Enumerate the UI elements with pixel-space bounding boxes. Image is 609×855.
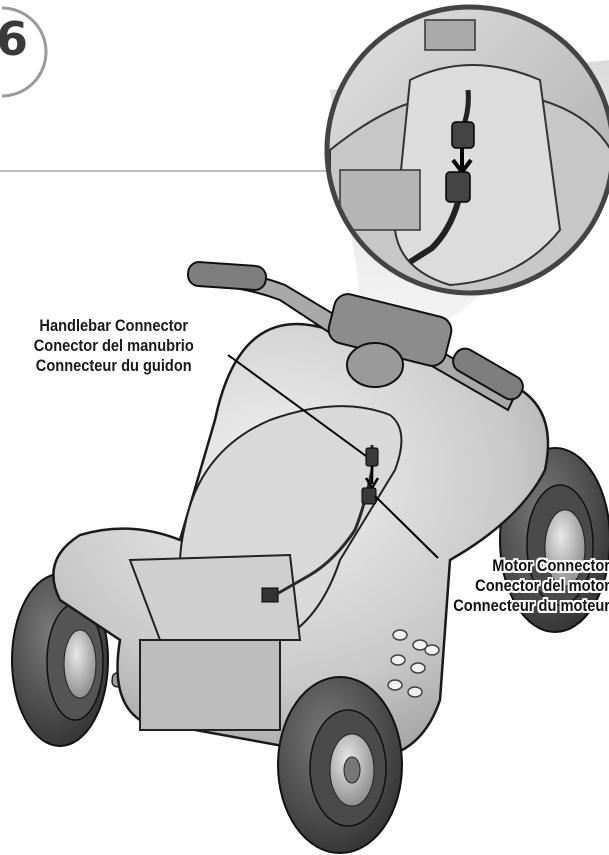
handlebar-label-fr: Connecteur du guidon — [35, 356, 192, 375]
front-left-wheel — [277, 676, 403, 854]
step-circle-arc — [1, 6, 48, 98]
handlebar-connector — [365, 447, 379, 467]
motor-callout-line — [374, 495, 439, 559]
magnifier-ring — [324, 4, 609, 296]
magnifier-detail — [327, 7, 609, 293]
handlebar-callout-line — [227, 354, 367, 457]
wire-harness — [274, 445, 374, 597]
step-number: 6 — [0, 12, 29, 66]
motor-connector-label: Motor Connector Conector del motor Conne… — [398, 556, 609, 616]
footrest-holes — [387, 629, 440, 698]
motor-label-es: Conector del motor — [475, 576, 609, 595]
handlebar-label-en: Handlebar Connector — [39, 316, 189, 335]
rear-cargo-box — [128, 553, 302, 641]
motor-label-fr: Connecteur du moteur — [453, 596, 609, 615]
handlebar-connector-label: Handlebar Connector Conector del manubri… — [14, 316, 214, 376]
motor-connector — [361, 487, 377, 505]
motor-label-en: Motor Connector — [492, 556, 609, 575]
handlebar — [186, 261, 524, 412]
handlebar-label-es: Conector del manubrio — [33, 336, 194, 355]
rear-panel — [139, 639, 281, 731]
